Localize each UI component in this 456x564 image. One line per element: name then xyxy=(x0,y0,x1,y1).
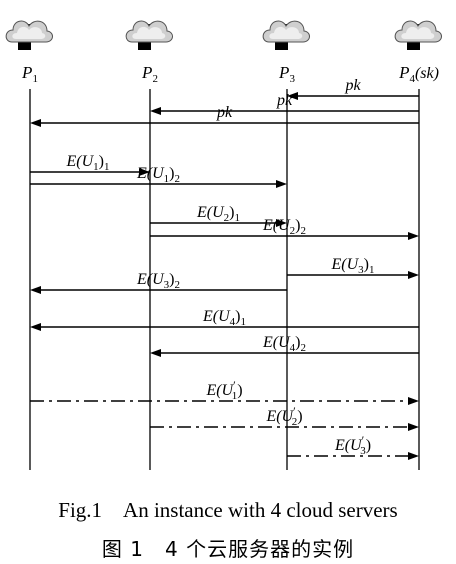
message-m2: pk xyxy=(150,92,419,115)
message-m7: E(U2)2 xyxy=(150,217,419,240)
arrowhead-icon xyxy=(276,180,287,188)
message-label: E(U3)2 xyxy=(136,271,180,291)
message-label: E(U2)1 xyxy=(196,204,240,224)
server-label-p4: P4(sk) xyxy=(398,63,439,85)
arrowhead-icon xyxy=(30,323,41,331)
message-label: E(U′3) xyxy=(334,433,371,457)
message-label: pk xyxy=(216,104,233,121)
server-label-p1: P1 xyxy=(21,63,38,85)
server-label-p3: P3 xyxy=(278,63,295,85)
arrowhead-icon xyxy=(150,349,161,357)
server-label-p2: P2 xyxy=(141,63,158,85)
caption-english: Fig.1 An instance with 4 cloud servers xyxy=(58,498,398,522)
message-m4: E(U1)1 xyxy=(30,153,150,176)
cloud-server-icon xyxy=(394,20,443,51)
arrowhead-icon xyxy=(408,397,419,405)
caption-chinese: 图 1 4 个云服务器的实例 xyxy=(101,537,355,561)
cloud-server-icon xyxy=(125,20,174,51)
message-label: E(U′2) xyxy=(265,404,302,428)
message-m13: E(U′2) xyxy=(150,404,419,431)
message-m10: E(U4)1 xyxy=(30,308,419,331)
arrowhead-icon xyxy=(408,271,419,279)
message-label: E(U4)1 xyxy=(202,308,246,328)
arrowhead-icon xyxy=(276,219,287,227)
message-m9: E(U3)2 xyxy=(30,271,287,294)
message-label: pk xyxy=(344,77,361,94)
message-label: E(U1)2 xyxy=(136,165,180,185)
server-labels: P1 P2 P3 P4(sk) xyxy=(21,63,439,85)
message-m5: E(U1)2 xyxy=(30,165,287,188)
arrowhead-icon xyxy=(30,119,41,127)
arrowhead-icon xyxy=(139,168,150,176)
cloud-server-icon xyxy=(262,20,311,51)
server-icons xyxy=(5,20,443,51)
message-m1: pk xyxy=(287,77,419,100)
message-m6: E(U2)1 xyxy=(150,204,287,227)
message-label: E(U4)2 xyxy=(262,334,306,354)
arrowhead-icon xyxy=(408,232,419,240)
arrowhead-icon xyxy=(408,452,419,460)
message-m3: pk xyxy=(30,104,419,127)
message-label: E(U2)2 xyxy=(262,217,306,237)
message-label: pk xyxy=(276,92,293,109)
message-label: E(U3)1 xyxy=(331,256,375,276)
arrowhead-icon xyxy=(30,286,41,294)
lifelines xyxy=(29,89,420,470)
message-m14: E(U′3) xyxy=(287,433,419,460)
arrowhead-icon xyxy=(408,423,419,431)
cloud-server-icon xyxy=(5,20,54,51)
message-label: E(U1)1 xyxy=(66,153,110,173)
message-m11: E(U4)2 xyxy=(150,334,419,357)
message-label: E(U′1) xyxy=(205,378,242,402)
arrowhead-icon xyxy=(287,92,298,100)
message-m8: E(U3)1 xyxy=(287,256,419,279)
arrowhead-icon xyxy=(150,107,161,115)
message-m12: E(U′1) xyxy=(30,378,419,405)
